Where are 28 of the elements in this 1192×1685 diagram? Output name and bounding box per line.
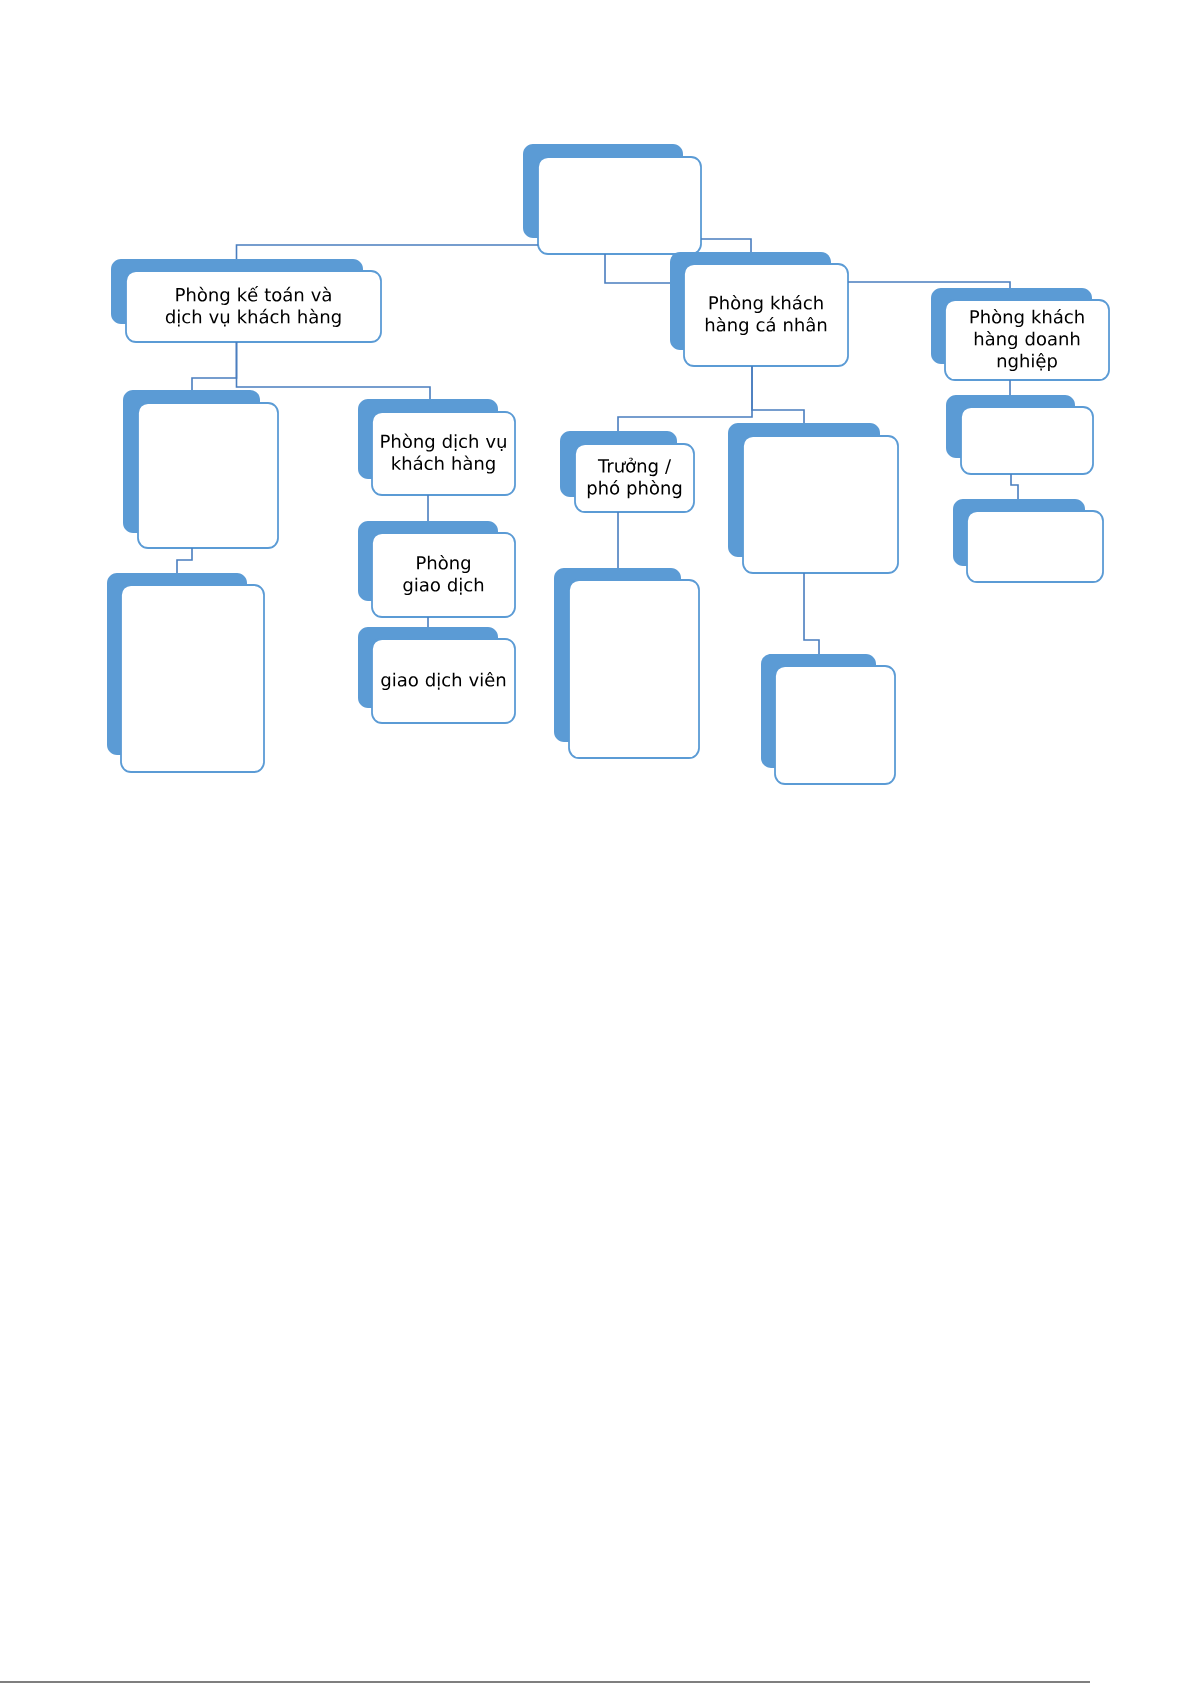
org-box	[123, 390, 279, 549]
org-box: Phòng khách hàng cá nhân	[670, 252, 849, 367]
org-box: Phòng giao dịch	[358, 521, 516, 618]
connector-line	[427, 494, 429, 522]
connector-line	[427, 616, 429, 628]
org-box	[728, 423, 899, 574]
org-box	[523, 144, 702, 255]
org-box: Phòng dịch vụ khách hàng	[358, 399, 516, 496]
org-box: Phòng khách hàng doanh nghiệp	[931, 288, 1110, 381]
connector-line	[235, 341, 431, 400]
connector-line	[176, 547, 193, 574]
connector-line	[1009, 379, 1011, 396]
org-box	[953, 499, 1104, 583]
connector-line	[617, 511, 619, 569]
connector-line	[803, 572, 820, 655]
connector-line	[1010, 473, 1019, 500]
org-box: Trưởng / phó phòng	[560, 431, 695, 513]
org-box: giao dịch viên	[358, 627, 516, 724]
connector-line	[604, 253, 671, 284]
connector-line	[847, 281, 1011, 289]
org-box	[107, 573, 265, 773]
connector-line	[235, 244, 539, 260]
org-box: Phòng kế toán và dịch vụ khách hàng	[111, 259, 382, 343]
connector-line	[700, 238, 752, 253]
org-box	[946, 395, 1094, 475]
org-box	[554, 568, 700, 759]
connector-line	[751, 365, 805, 424]
org-box	[761, 654, 896, 785]
